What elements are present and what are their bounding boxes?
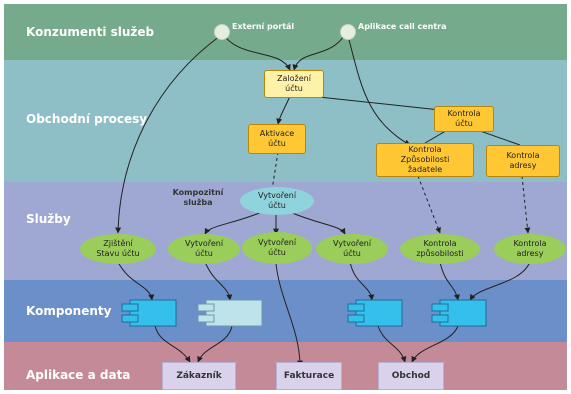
process-kontrola-zp-line3: žadatele [407,165,443,174]
process-kontrola-adresy-line1: Kontrola [506,151,540,160]
service-vytvoreni1-line1: Vytvoření [184,239,224,248]
process-kontrola-adresy-line2: adresy [509,161,537,170]
band-label-components: Komponenty [26,304,112,318]
component-icon-2 [197,299,263,327]
band-label-apps: Aplikace a data [26,368,131,382]
service-zjisteni-line2: Stavu účtu [96,249,140,258]
composite-label-line2: služba [183,198,213,207]
service-kontrola-adr-line2: adresy [516,249,544,258]
process-kontrola-zp-line2: Způsobilosti [400,155,450,164]
service-vytvoreni3-line2: účtu [343,249,361,258]
composite-node-line1: Vytvoření [257,191,297,200]
band-label-processes: Obchodní procesy [26,112,148,126]
process-zalozeni-line1: Založení [277,74,311,83]
service-kontrola-zp-line2: způsobilosti [416,249,464,258]
app-zakaznik: Zákazník [162,362,236,390]
service-kontrola-zp-line1: Kontrola [423,239,457,248]
process-kontrola-uctu-line2: účtu [455,119,473,128]
composite-label-line1: Kompozitní [172,188,224,197]
service-vytvoreni1-line2: účtu [195,249,213,258]
app-obchod: Obchod [378,362,444,390]
service-kontrola-adr-line1: Kontrola [513,239,547,248]
actor-callcenter-icon [340,24,356,40]
actor-portal-label: Externí portál [232,22,295,31]
composite-service-label: Kompozitní služba [166,188,230,208]
process-kontrola-uctu-line1: Kontrola [447,109,481,118]
actor-portal-icon [214,24,230,40]
process-zalozeni-line2: účtu [285,84,303,93]
component-icon-4 [431,299,487,327]
process-aktivace-line2: účtu [268,139,286,148]
band-services: Služby [4,182,567,280]
process-kontrola-zp-line1: Kontrola [408,145,442,154]
composite-node-line2: účtu [268,201,286,210]
band-label-consumers: Konzumenti služeb [26,25,155,39]
component-icon-1 [121,299,177,327]
service-vytvoreni2-line1: Vytvoření [257,238,297,247]
service-vytvoreni3-line1: Vytvoření [332,239,372,248]
band-consumers: Konzumenti služeb [4,4,567,60]
service-vytvoreni2-line2: účtu [268,248,286,257]
band-label-services: Služby [26,212,71,226]
actor-callcenter-label: Aplikace call centra [358,22,447,31]
process-aktivace-line1: Aktivace [259,129,295,138]
app-fakturace: Fakturace [276,362,342,390]
service-zjisteni-line1: Zjištění [103,239,133,248]
component-icon-3 [347,299,403,327]
